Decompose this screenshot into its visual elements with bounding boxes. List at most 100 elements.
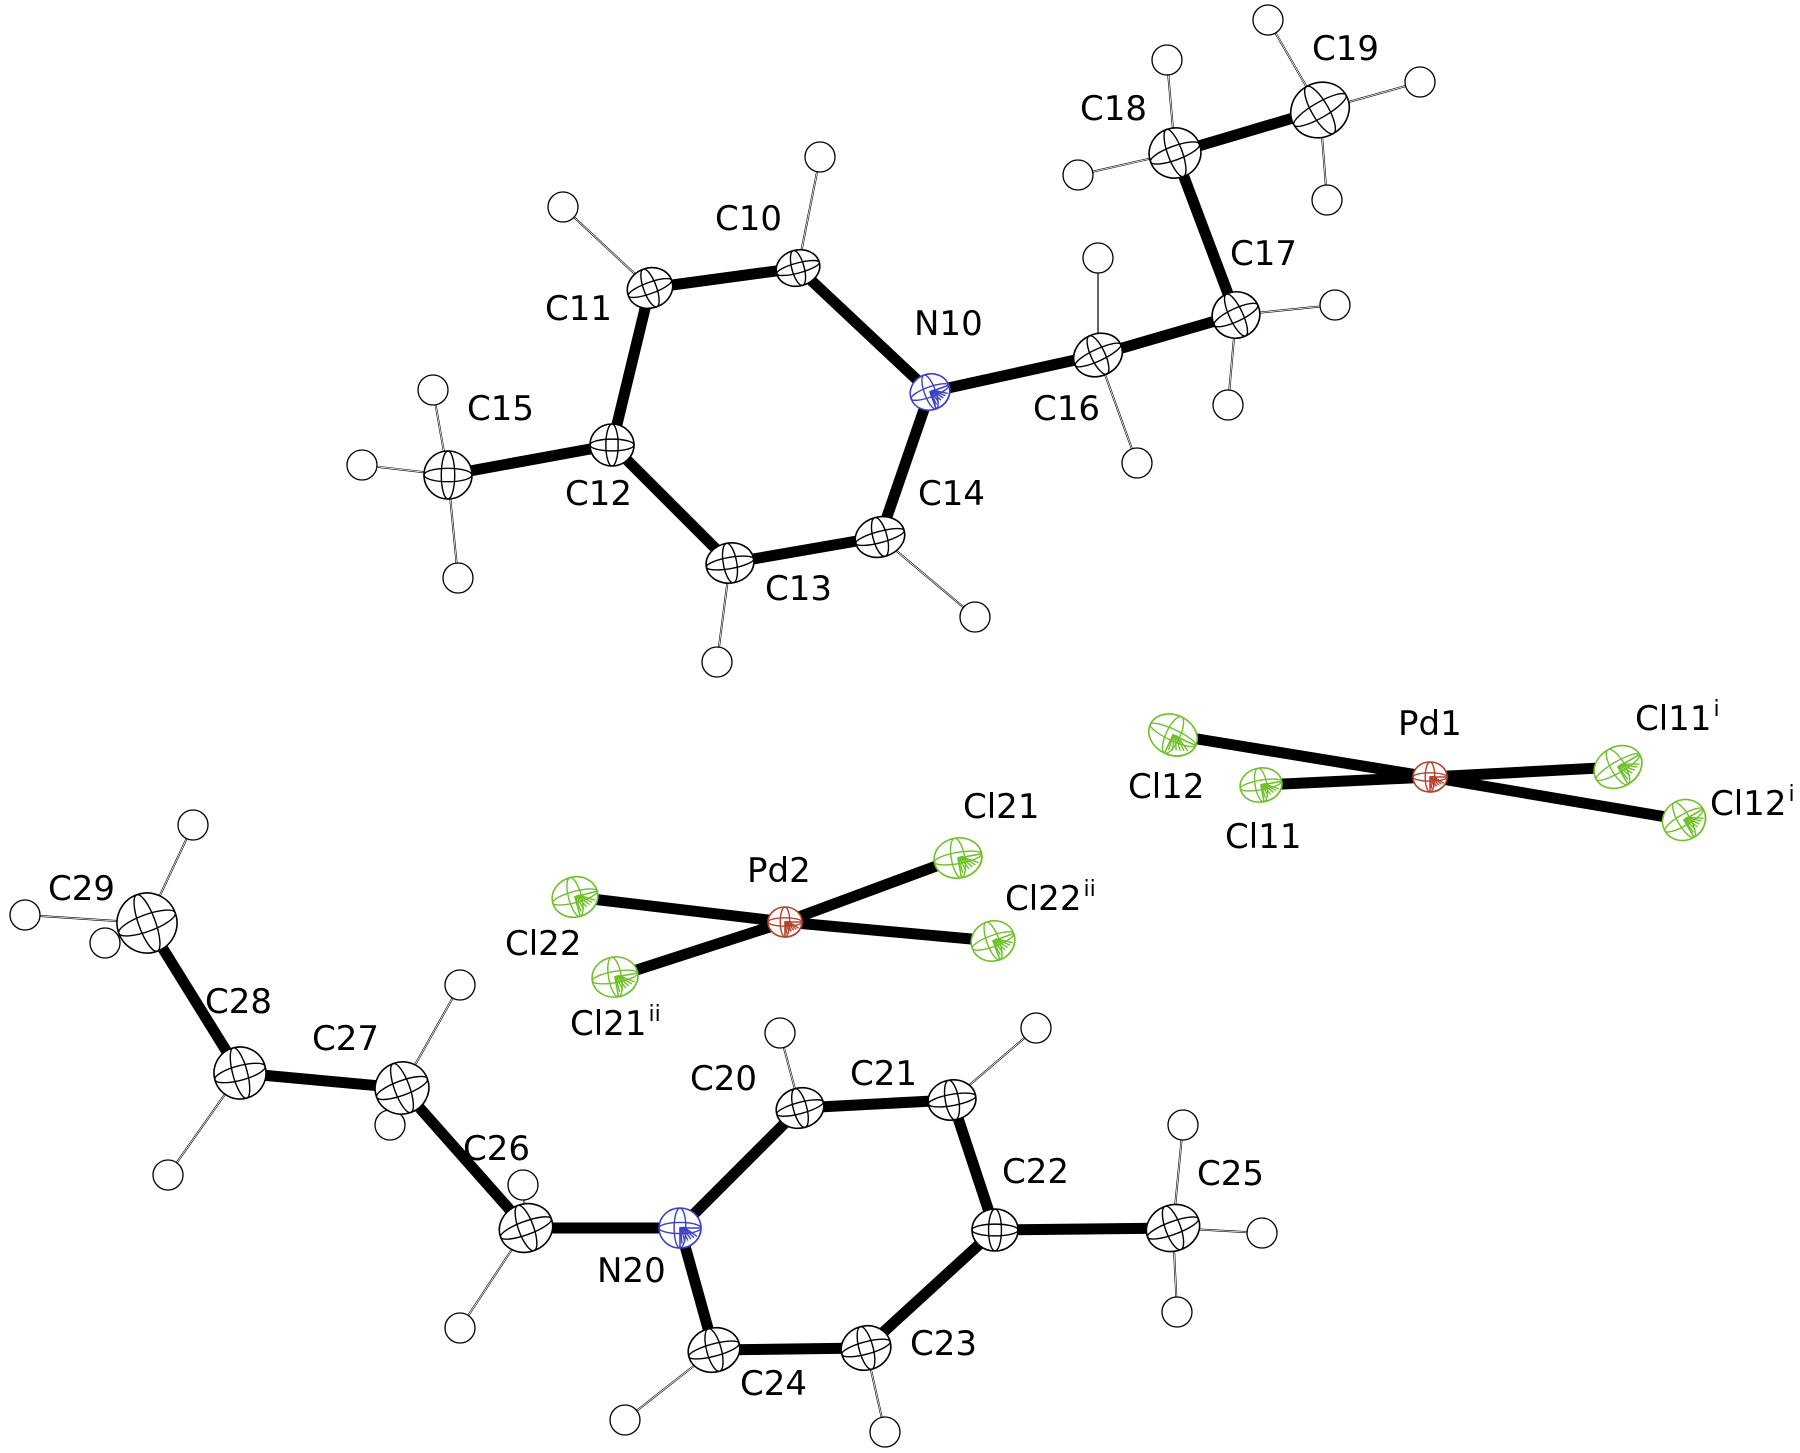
hydrogen-atom-c26 [507,1169,539,1201]
atom-label-text: C23 [910,1324,977,1364]
symmetry-superscript: ii [648,1002,660,1027]
principal-ellipse [117,909,177,937]
hydrogen-atom-c14 [959,601,991,633]
bond-c14-n10 [874,390,936,539]
principal-ellipse [514,1204,538,1252]
hydrogen-atom-c27 [444,969,476,1001]
atom-label-c20: C20 [690,1059,757,1099]
bond-n20-c20 [676,1104,804,1232]
hydrogen-atom-c25 [1161,1296,1193,1328]
hydrogen-atom-c13 [701,646,733,678]
hydrogen-atom-c24 [609,1404,641,1436]
hydrogen-atom-c10 [804,141,836,173]
principal-ellipse [1223,293,1249,337]
hydrogen-atom-c17 [1212,389,1244,421]
hydrogen-atom-c29 [9,899,41,931]
principal-ellipse [229,1047,251,1099]
atom-label-cl21: Cl21 [963,787,1039,827]
atom-label-text: Pd1 [1398,704,1462,744]
atom-label-c25: C25 [1197,1154,1264,1194]
octant-hatch [1261,783,1269,797]
atom-pd1 [1412,761,1448,793]
atom-label-cl22: Cl22 [505,924,581,964]
atom-label-c17: C17 [1230,234,1297,274]
atom-c11 [626,266,674,310]
hydrogen-atom-c18 [1062,159,1094,191]
atom-cl22-ii [970,919,1016,963]
atom-c10 [775,248,821,288]
octant-hatch [680,1226,686,1243]
atom-label-c14: C14 [918,474,985,514]
bond-pd2-cl22 [574,891,786,928]
octant-outline [1429,776,1448,793]
principal-ellipse [389,1062,415,1114]
principal-ellipse [789,249,807,287]
principal-ellipse [1163,128,1187,178]
hydrogen-atom-c15 [442,562,474,594]
atom-pd2 [767,906,803,938]
octant-hatch [931,389,944,399]
atom-cl21 [933,837,983,879]
atom-c20 [775,1086,825,1130]
principal-ellipse [627,277,673,299]
octant-hatch [575,895,588,908]
atom-label-text: Cl22 [1005,879,1081,919]
ellipsoid-outline [423,450,473,500]
atom-label-c24: C24 [740,1364,807,1404]
hydrogen-atom-c16 [1082,242,1114,274]
principal-ellipse [440,450,456,500]
octant-hatch [680,1226,689,1241]
bond-pd1-cl12-i [1429,771,1685,826]
atom-c19 [1289,81,1351,139]
atom-label-text: C16 [1033,389,1100,429]
ellipsoid-outline [1145,1203,1201,1253]
atom-label-text: C21 [850,1054,917,1094]
hydrogen-atom-c21 [1020,1012,1052,1044]
principal-ellipse [776,1099,824,1117]
octant-hatch [785,921,790,933]
atom-label-text: C20 [690,1059,757,1099]
octant-hatch [993,938,1006,951]
ellipsoid-outline [971,1208,1019,1252]
atom-cl12-i [1661,798,1707,842]
atom-label-text: C27 [312,1019,379,1059]
octant-hatch [1618,764,1633,774]
atom-label-pd2: Pd2 [747,851,811,891]
atom-c22 [971,1208,1019,1252]
octant-hatch [575,895,585,910]
atom-label-text: N10 [914,304,983,344]
atom-cl11 [1239,767,1283,803]
atom-label-text: C19 [1312,29,1379,69]
hydrogen-atom-c28 [152,1159,184,1191]
octant-hatch [930,390,940,403]
octant-hatch [1684,817,1698,828]
atom-label-cl21-ii: Cl21ii [570,1002,661,1044]
bond-c11-c12 [606,286,656,447]
atom-label-c27: C27 [312,1019,379,1059]
hydrogen-atom-c17 [1319,289,1351,321]
principal-ellipse [927,1092,977,1108]
bond-c12-c13 [608,441,734,567]
atom-label-text: Cl12 [1128,767,1204,807]
bond-pd2-cl22-ii [784,916,994,947]
principal-ellipse [1086,335,1110,375]
atom-c14 [854,515,906,559]
atom-label-c29: C29 [48,869,115,909]
symmetry-superscript: ii [1083,877,1095,902]
hydrogen-atom-c19 [1311,184,1343,216]
hydrogen-atom-c16 [1121,447,1153,479]
atom-label-cl12-i: Cl12i [1710,782,1795,824]
atom-c21 [927,1079,977,1121]
octant-outline [991,932,1016,961]
hydrogen-atom-c15 [346,449,378,481]
octant-hatch [1174,734,1177,751]
atom-c12 [589,423,635,467]
principal-ellipse [790,1087,810,1129]
atom-label-c11: C11 [545,289,612,329]
principal-ellipse [1074,342,1122,368]
principal-ellipse [375,1075,429,1101]
octant-hatch [1261,783,1272,795]
atom-cl22 [551,875,599,919]
